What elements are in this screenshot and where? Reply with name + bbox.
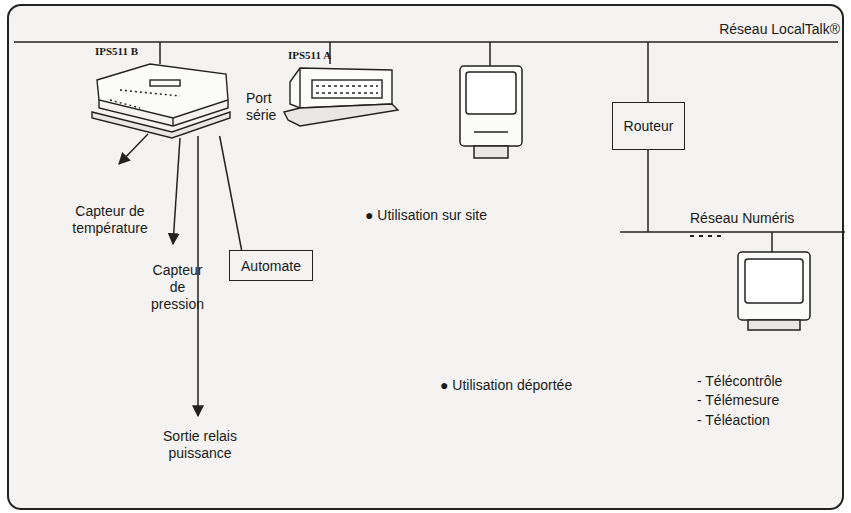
device-name: IPS511 B — [95, 45, 138, 57]
output-label: Sortie relais puissance — [152, 428, 248, 462]
box-label: Routeur — [624, 118, 674, 134]
port-label: Port série — [246, 90, 288, 124]
list-item: - Téléaction — [697, 412, 827, 429]
router-box: Routeur — [612, 102, 685, 150]
list-item: - Télécontrôle — [697, 373, 827, 390]
device-name: IPS511 A — [288, 49, 331, 61]
sensor-label: Capteur de température — [60, 203, 160, 237]
usage-note: ● Utilisation déportée — [440, 377, 640, 394]
box-label: Automate — [241, 258, 301, 274]
plc-box: Automate — [229, 250, 313, 281]
device-ips511b: IPS511 B — [95, 64, 229, 136]
connector — [220, 136, 242, 250]
network-label: Réseau Numéris — [690, 210, 820, 227]
network-label: Réseau LocalTalk® — [690, 21, 840, 38]
list-item: - Télémesure — [697, 392, 827, 409]
usage-note: ● Utilisation sur site — [365, 207, 565, 224]
device-ips511a: IPS511 A — [288, 68, 396, 124]
sensor-label: Capteur de pression — [150, 262, 205, 313]
